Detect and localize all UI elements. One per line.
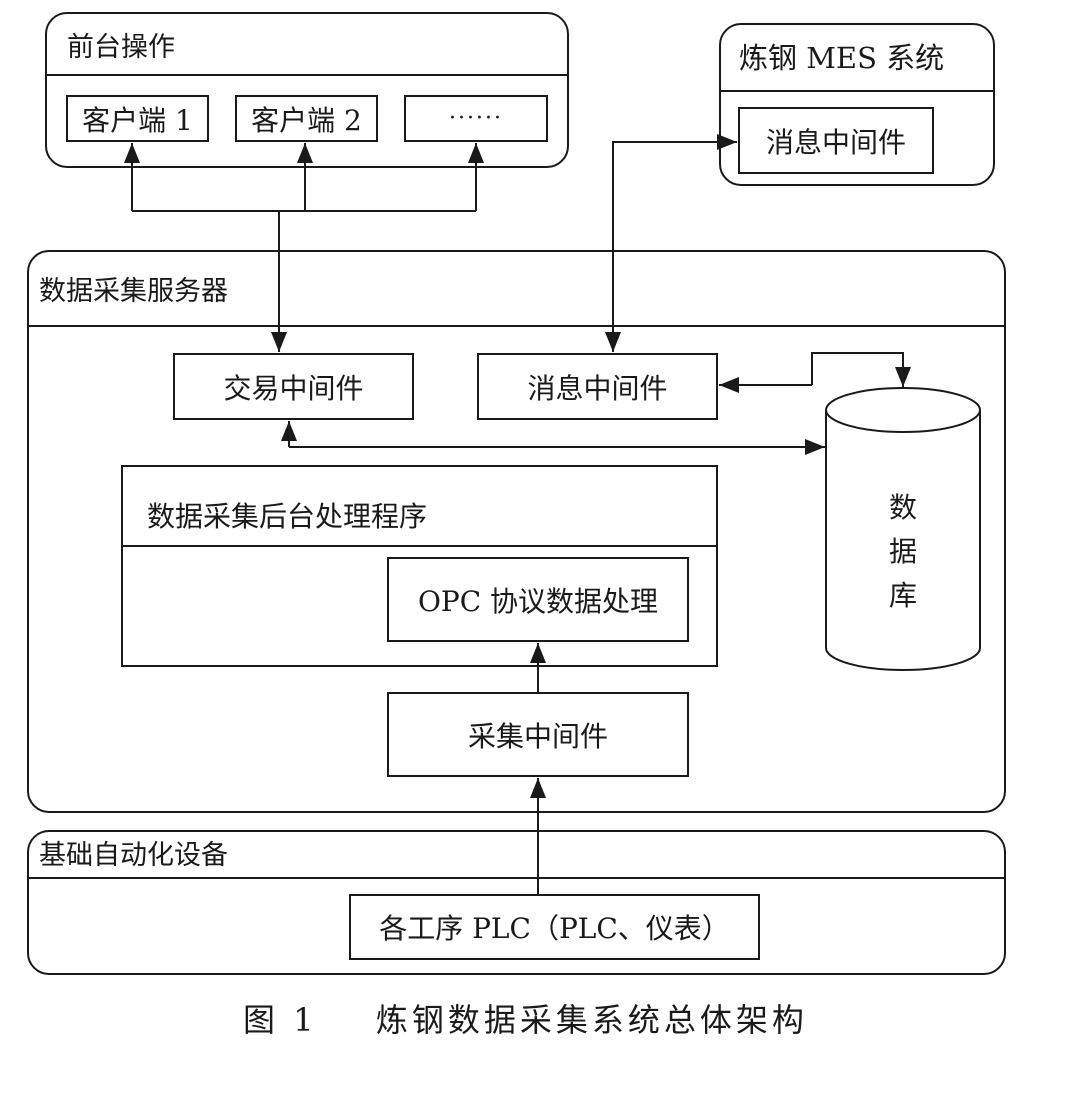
client-2-label: 客户端 2 bbox=[251, 103, 362, 137]
figure-caption: 图 1 炼钢数据采集系统总体架构 bbox=[243, 995, 808, 1041]
client-1-box[interactable]: 客户端 1 bbox=[66, 95, 209, 142]
collection-middleware-box[interactable]: 采集中间件 bbox=[387, 692, 689, 777]
client-2-box[interactable]: 客户端 2 bbox=[235, 95, 378, 142]
transaction-middleware-box[interactable]: 交易中间件 bbox=[173, 353, 414, 420]
server-group-header bbox=[29, 252, 1004, 327]
mes-message-middleware-label: 消息中间件 bbox=[765, 125, 906, 159]
mes-group-title: 炼钢 MES 系统 bbox=[739, 41, 945, 75]
mes-message-middleware-box[interactable]: 消息中间件 bbox=[738, 107, 934, 174]
backend-program-title: 数据采集后台处理程序 bbox=[147, 500, 428, 533]
database-label-char-3: 库 bbox=[888, 579, 917, 612]
opc-processing-box[interactable]: OPC 协议数据处理 bbox=[387, 557, 689, 642]
server-message-middleware-box[interactable]: 消息中间件 bbox=[477, 353, 718, 420]
frontend-group: 前台操作 bbox=[45, 12, 569, 168]
automation-group-title: 基础自动化设备 bbox=[39, 840, 228, 871]
opc-processing-label: OPC 协议数据处理 bbox=[417, 584, 659, 618]
client-more-box[interactable]: ······ bbox=[404, 95, 548, 142]
frontend-group-title: 前台操作 bbox=[67, 32, 175, 63]
figure-caption-number: 图 1 bbox=[243, 1001, 318, 1039]
server-message-middleware-label: 消息中间件 bbox=[527, 371, 668, 405]
client-more-label: ······ bbox=[449, 106, 503, 131]
plc-label: 各工序 PLC（PLC、仪表） bbox=[379, 912, 730, 945]
server-group-title: 数据采集服务器 bbox=[39, 276, 228, 307]
database-label-char-2: 据 bbox=[888, 535, 917, 568]
mes-group-header bbox=[721, 25, 993, 92]
client-1-label: 客户端 1 bbox=[82, 103, 193, 137]
automation-group-header bbox=[29, 832, 1004, 879]
collection-middleware-label: 采集中间件 bbox=[467, 719, 608, 753]
transaction-middleware-label: 交易中间件 bbox=[223, 371, 364, 405]
plc-box[interactable]: 各工序 PLC（PLC、仪表） bbox=[349, 894, 760, 960]
database-label-char-1: 数 bbox=[888, 491, 917, 524]
database-label[interactable]: 数 据 库 bbox=[883, 486, 923, 618]
frontend-group-header bbox=[47, 14, 567, 76]
backend-program-header bbox=[123, 467, 716, 547]
figure-caption-title: 炼钢数据采集系统总体架构 bbox=[375, 1001, 808, 1039]
